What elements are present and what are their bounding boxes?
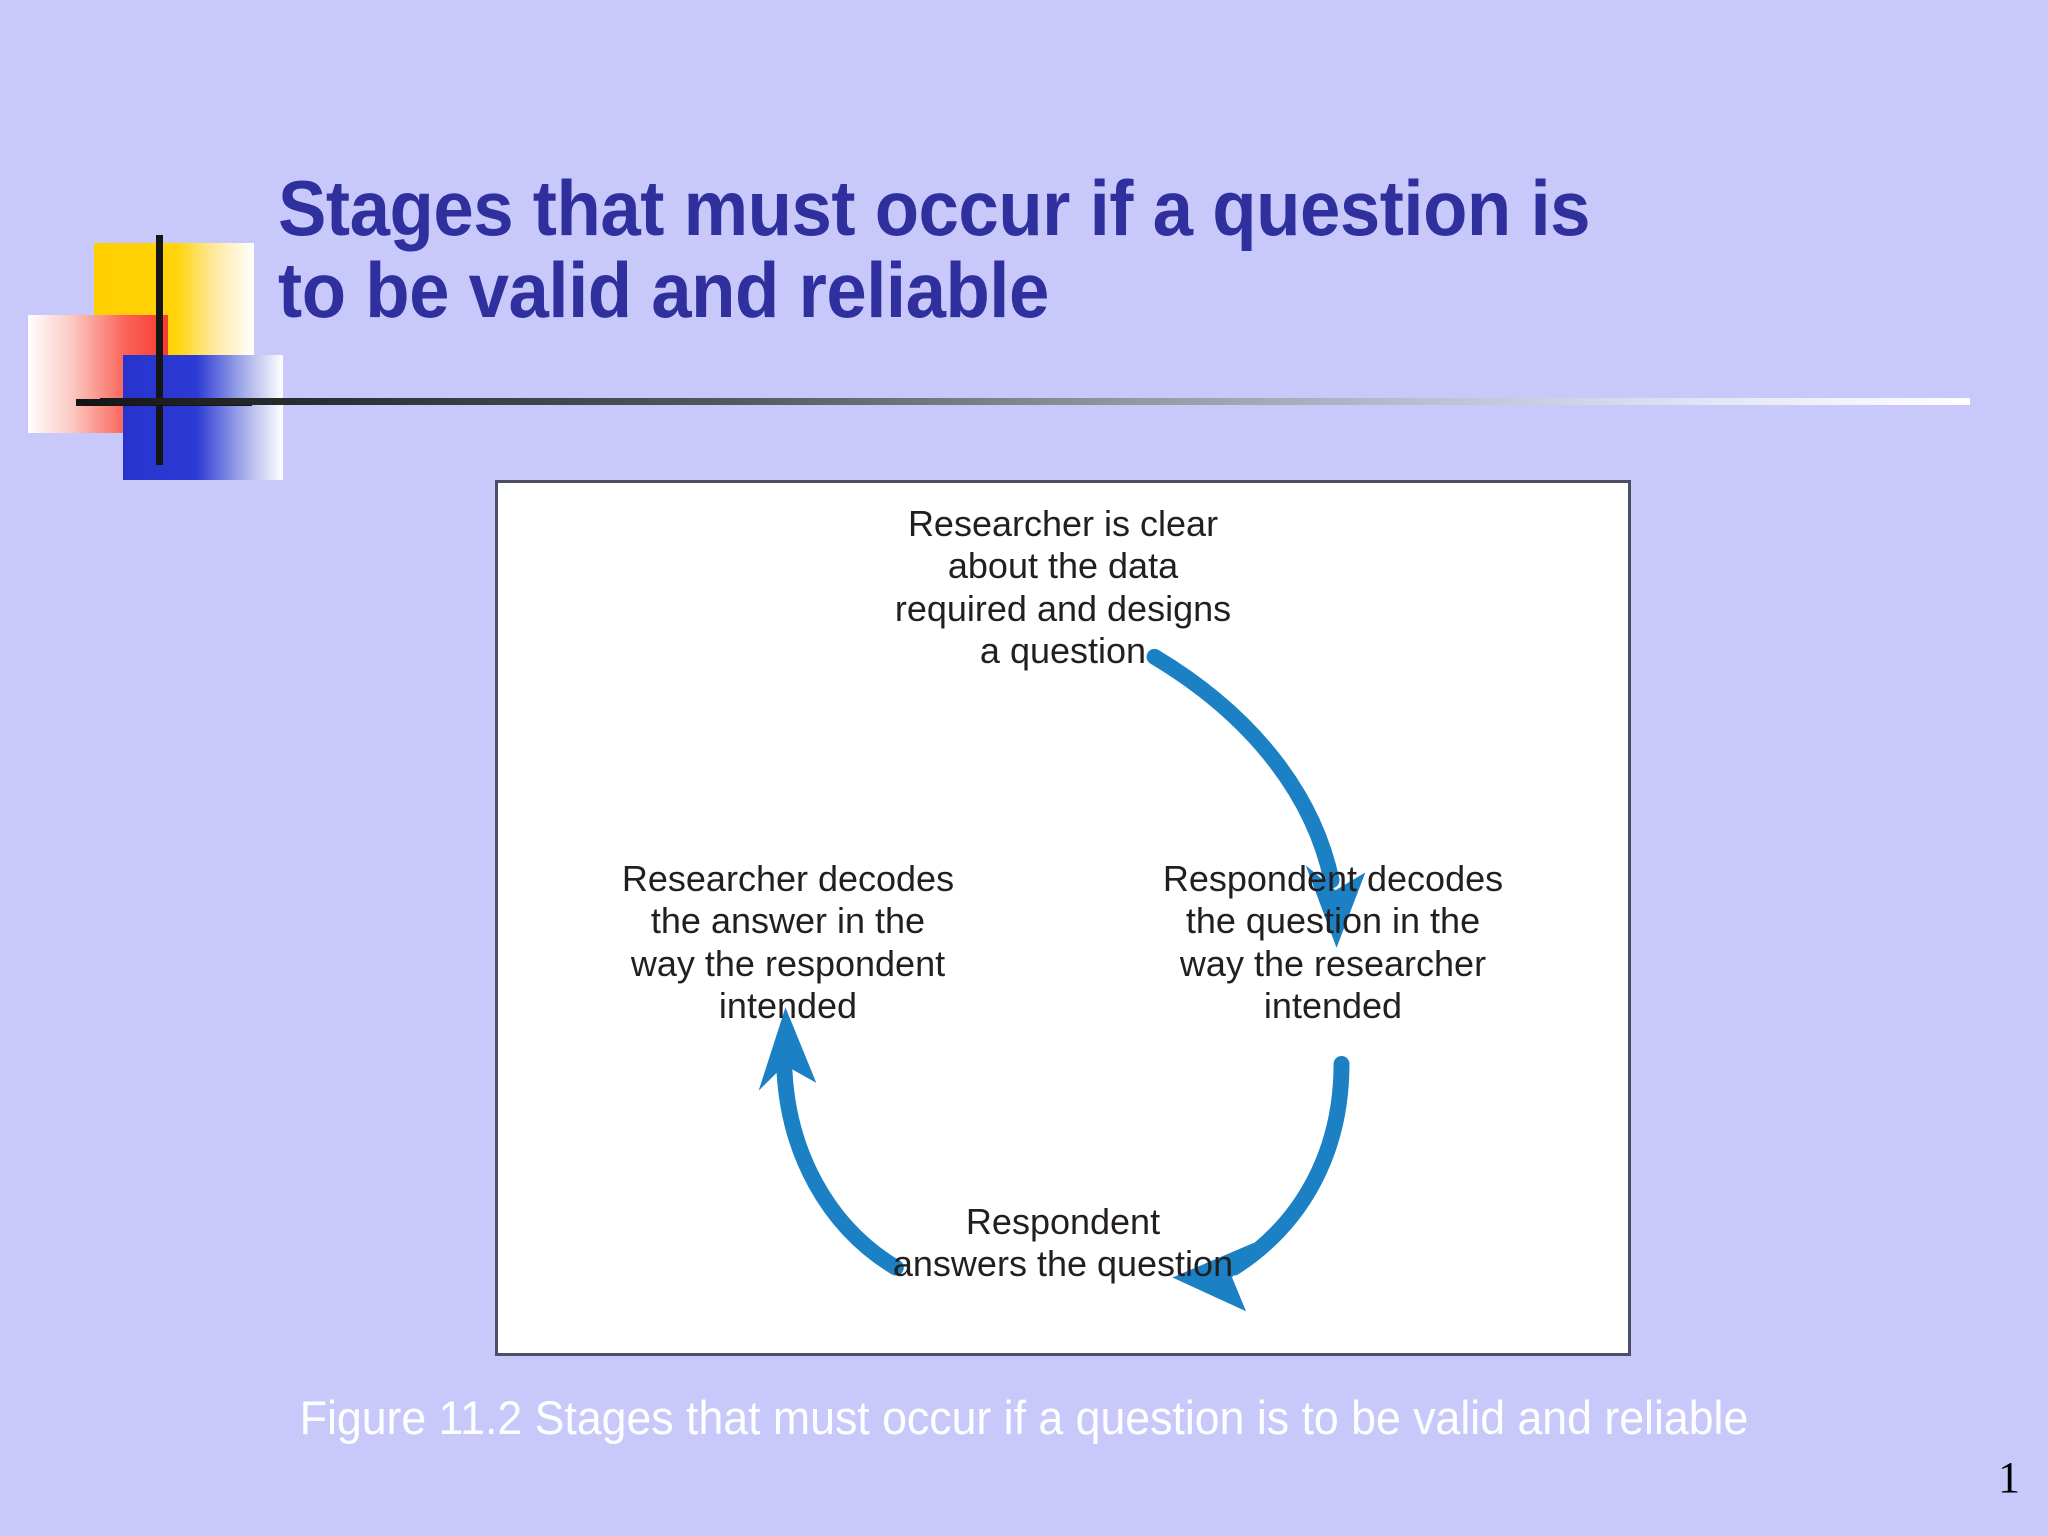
node-bottom-label: Respondent answers the question <box>892 1201 1234 1285</box>
page-title: Stages that must occur if a question is … <box>278 164 1591 334</box>
page-number: 1 <box>1998 1453 2020 1502</box>
arrow-bottom-to-left-icon <box>758 1007 904 1276</box>
node-right-label: Respondent decodes the question in the w… <box>1162 858 1504 1027</box>
logo-vertical-bar-icon <box>156 235 163 465</box>
cycle-diagram: Researcher is clear about the data requi… <box>495 480 1631 1356</box>
cycle-arrows-svg <box>758 648 1366 1312</box>
title-divider <box>100 398 1970 405</box>
node-left-label: Researcher decodes the answer in the way… <box>621 858 955 1027</box>
arrow-top-to-right-icon <box>1146 648 1366 948</box>
node-top-label: Researcher is clear about the data requi… <box>894 503 1232 672</box>
figure-caption: Figure 11.2 Stages that must occur if a … <box>299 1391 1749 1444</box>
logo-blue-square <box>123 355 283 480</box>
arrow-right-to-bottom-icon <box>1172 1056 1350 1312</box>
decorative-logo <box>28 235 298 480</box>
